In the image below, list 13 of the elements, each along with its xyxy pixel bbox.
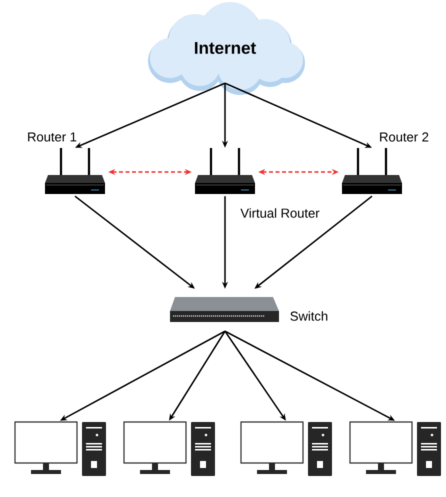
cloud: Internet xyxy=(148,2,305,95)
router-icon xyxy=(342,148,402,194)
device-label: Virtual Router xyxy=(240,208,320,218)
network-switch-icon xyxy=(170,297,279,322)
computer-icon xyxy=(349,421,441,476)
router-icon xyxy=(45,148,105,194)
device-label: Router 1 xyxy=(28,132,76,142)
computer-icon xyxy=(14,421,106,476)
computer-icon xyxy=(123,421,215,476)
computer-icon xyxy=(240,421,332,476)
router-icon xyxy=(195,148,255,194)
device-label: Switch xyxy=(290,311,328,321)
device-label: Router 2 xyxy=(380,132,428,142)
